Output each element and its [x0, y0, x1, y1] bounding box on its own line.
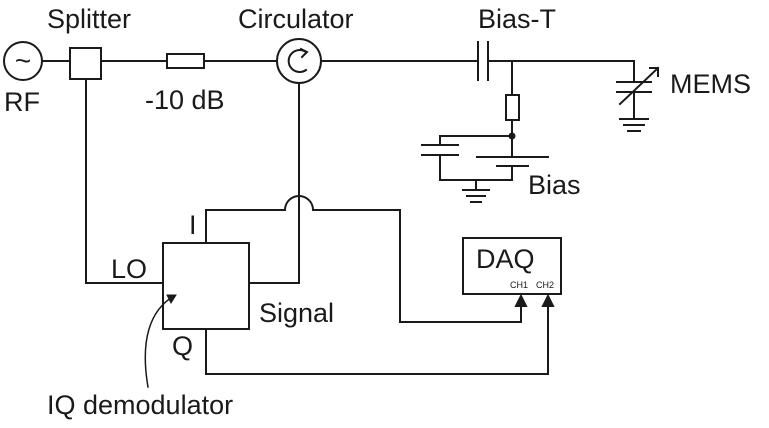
circulator — [276, 38, 322, 84]
iq-callout-arrow — [144, 294, 176, 388]
iq-callout-arrowhead — [166, 294, 177, 305]
attenuator-label: -10 dB — [145, 85, 225, 115]
circulator-label: Circulator — [238, 4, 354, 34]
daq-box — [462, 237, 562, 295]
daq-label: DAQ — [476, 244, 535, 274]
splitter-label: Splitter — [47, 4, 132, 34]
ch2-arrowhead — [541, 293, 555, 307]
lo-label: LO — [111, 254, 148, 284]
mems-variable-arrowhead — [649, 67, 659, 77]
mems-label: MEMS — [670, 69, 751, 99]
mems-variable-arrow — [618, 66, 660, 106]
ch1-arrowhead — [514, 293, 528, 307]
signal-label: Signal — [259, 298, 335, 328]
biast-resistor — [505, 94, 520, 121]
splitter-box — [69, 47, 102, 80]
ch1-label: CH1 — [510, 280, 529, 290]
rf-source-glyph: ~ — [15, 45, 31, 76]
rf-label: RF — [4, 87, 40, 117]
attenuator-box — [166, 53, 205, 69]
ch2-label: CH2 — [536, 280, 555, 290]
bias-label: Bias — [528, 170, 581, 200]
i-label: I — [189, 210, 197, 240]
circulator-arrow-icon — [287, 49, 308, 73]
q-label: Q — [172, 331, 194, 361]
iq-demodulator-box — [162, 242, 250, 330]
circulator-arrowhead — [299, 47, 309, 59]
bias-t-label: Bias-T — [478, 4, 557, 34]
wire-crossover-hop — [283, 195, 315, 212]
iq-demodulator-label: IQ demodulator — [47, 390, 234, 420]
